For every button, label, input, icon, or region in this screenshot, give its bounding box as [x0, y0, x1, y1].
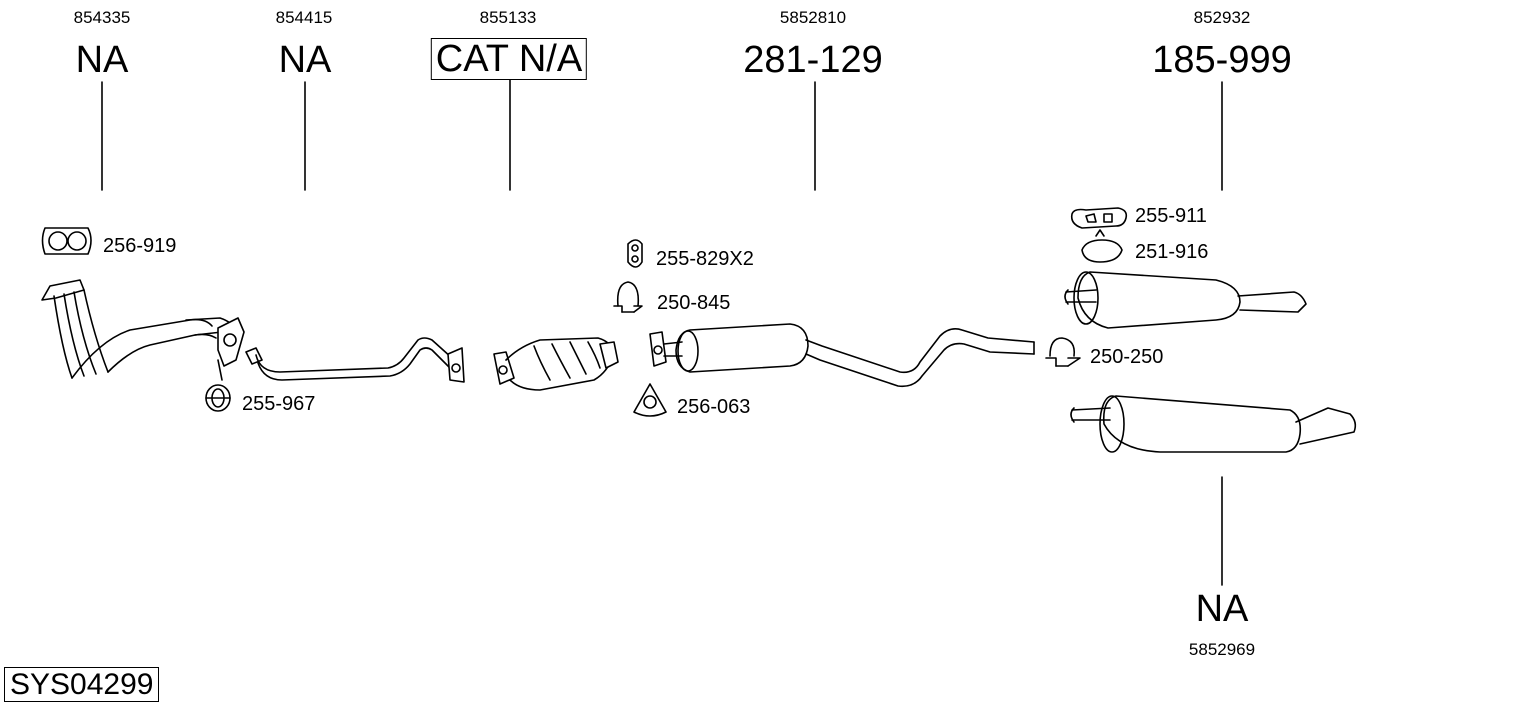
manifold-pipe-icon: [41, 279, 245, 381]
accessory-label-251-916: 251-916: [1135, 241, 1209, 263]
part-code-4: 281-129: [743, 39, 883, 81]
rubber-mount-255-829x2-icon: [627, 239, 643, 268]
part-ref-2: 854415: [275, 8, 333, 27]
center-silencer-icon: [649, 323, 1035, 388]
clamp-250-250-icon: [1045, 337, 1081, 367]
part-ref-4: 5852810: [779, 8, 847, 27]
part-ref-3: 855133: [479, 8, 537, 27]
part-code-2: NA: [278, 39, 332, 81]
clamp-251-916-icon: [1081, 229, 1123, 263]
accessory-label-250-845: 250-845: [657, 292, 731, 314]
intermediate-pipe-icon: [245, 337, 465, 383]
catalytic-converter-icon: [493, 337, 619, 391]
rear-silencer-185-999-icon: [1064, 271, 1307, 329]
gasket-256-063-icon: [633, 383, 667, 417]
part-code-5: 185-999: [1152, 39, 1292, 81]
gasket-256-919-icon: [41, 227, 92, 255]
rubber-mount-255-967-icon: [205, 384, 231, 412]
part-code-3: CAT N/A: [430, 38, 588, 80]
system-id: SYS04299: [4, 667, 160, 702]
rear-silencer-5852969-icon: [1070, 395, 1357, 453]
part-code-1: NA: [75, 39, 129, 81]
part-ref-1: 854335: [73, 8, 131, 27]
accessory-label-255-829x2: 255-829X2: [656, 248, 754, 270]
part-ref-5: 852932: [1193, 8, 1251, 27]
accessory-label-255-967: 255-967: [242, 393, 316, 415]
accessory-label-250-250: 250-250: [1090, 346, 1164, 368]
accessory-label-256-063: 256-063: [677, 396, 751, 418]
accessory-label-255-911: 255-911: [1135, 205, 1207, 227]
part-code-bottom: NA: [1195, 588, 1249, 630]
part-ref-bottom: 5852969: [1188, 640, 1256, 659]
hanger-255-911-icon: [1070, 207, 1128, 229]
clamp-250-845-icon: [613, 281, 643, 313]
accessory-label-256-919: 256-919: [103, 235, 177, 257]
